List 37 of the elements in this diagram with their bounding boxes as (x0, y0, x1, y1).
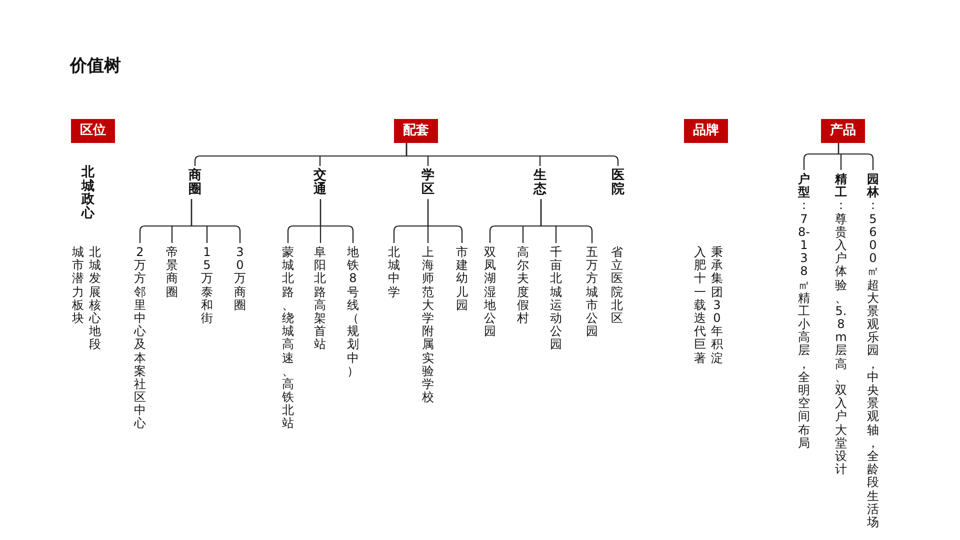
item-label: 千亩北城运动公园 (550, 243, 562, 354)
category-label: 交通 (314, 166, 326, 200)
item-label: 市建幼儿园 (456, 243, 468, 315)
item-label: 双凤湖湿地公园 (484, 243, 496, 342)
item-label: 蒙城北路、绕城高速、高铁北站 (282, 243, 294, 434)
description-text: 城市潜力板块 (72, 244, 84, 327)
category-label: 学区 (422, 166, 434, 200)
item-label: 省立医院北区 (611, 244, 623, 327)
item-label: 阜阳北路高架首站 (314, 243, 326, 354)
item-label: 帝景商圈 (166, 243, 178, 302)
bracket-connector (320, 199, 354, 243)
section-tag: 产品 (821, 119, 865, 143)
category-label: 医院 (612, 166, 624, 200)
bracket-connector (838, 143, 874, 170)
item-label: 地铁8号线（规划中） (347, 243, 359, 381)
bracket-connector (540, 199, 593, 243)
bracket-connector (427, 199, 463, 243)
item-label: 15万泰和街 (201, 243, 213, 328)
category-label: 商圈 (188, 166, 202, 200)
section-tag: 品牌 (684, 119, 728, 143)
section-tag: 区位 (71, 119, 115, 143)
item-label: 五万方城市公园 (586, 243, 598, 342)
section-tag: 配套 (394, 119, 438, 143)
heading-text: 北城政心 (82, 164, 94, 223)
item-label: 30万商圈 (234, 243, 246, 315)
item-label: 上海师范大学附属实验学校 (422, 243, 434, 408)
feature-text: 精工：尊贵入户体验、5.8m层高、双入户大堂设计 (835, 170, 847, 480)
item-label: 北城中学 (388, 243, 400, 302)
feature-text: 户型：78-138㎡精工小高层，全明空间布局 (798, 170, 810, 453)
description-text: 秉承集团30年积淀入肥十一载迭代巨著 (694, 246, 723, 366)
item-label: 2万方邻里中心及本案社区中心 (134, 243, 146, 434)
bracket-connector (190, 199, 241, 243)
item-label: 高尔夫度假村 (517, 243, 529, 328)
feature-text: 园林：5600㎡超大景观乐园，中央景观轴，全龄段生活场 (867, 170, 879, 532)
page-title: 价值树 (70, 56, 121, 76)
category-label: 生态 (534, 166, 546, 200)
description-text: 北城发展核心地段 (89, 244, 101, 354)
